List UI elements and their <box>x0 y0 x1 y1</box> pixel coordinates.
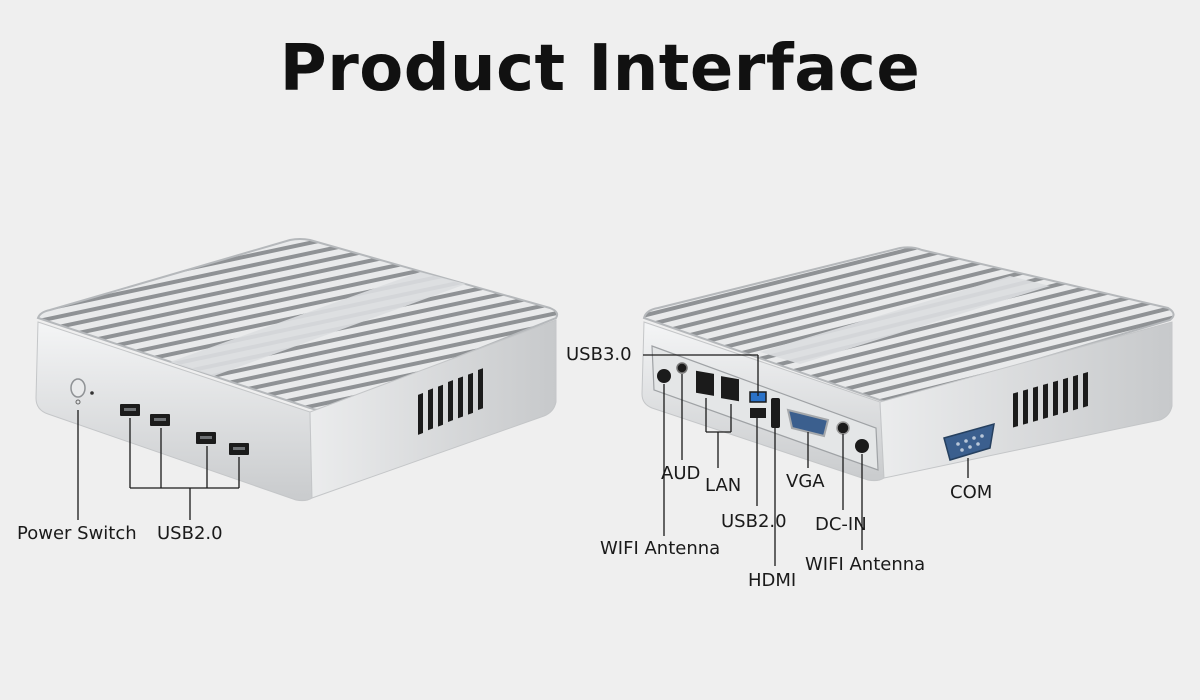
front-usb-ports <box>120 404 249 455</box>
label-wifi-antenna-left: WIFI Antenna <box>600 538 721 559</box>
vga-port-icon[interactable] <box>786 408 830 438</box>
front-face <box>35 321 313 502</box>
power-symbol-icon <box>75 399 81 405</box>
label-lan: LAN <box>705 475 742 496</box>
hdmi-port-icon[interactable] <box>771 398 780 428</box>
rear-heatsink-channel <box>760 276 1050 364</box>
vent-icon <box>418 368 483 435</box>
label-wifi-antenna-right: WIFI Antenna <box>805 554 926 575</box>
front-device <box>35 238 559 520</box>
front-leader-lines <box>77 410 240 520</box>
front-heatsink-channel <box>170 272 466 376</box>
com-port-icon[interactable] <box>943 422 995 461</box>
usb2-port-icon[interactable] <box>750 408 766 418</box>
label-front-usb2: USB2.0 <box>157 523 223 544</box>
power-led-icon <box>90 391 94 395</box>
label-usb3: USB3.0 <box>566 344 632 365</box>
page-title: Product Interface <box>279 32 921 106</box>
lan-port-icon[interactable] <box>721 376 739 402</box>
rear-leader-lines <box>643 354 969 566</box>
wifi-antenna-right-icon[interactable] <box>855 439 869 453</box>
label-hdmi: HDMI <box>748 570 797 591</box>
label-power-switch: Power Switch <box>17 523 137 544</box>
label-vga: VGA <box>786 471 825 492</box>
label-dc-in: DC-IN <box>815 514 867 535</box>
rear-device <box>641 246 1175 566</box>
vent-icon <box>1013 372 1088 428</box>
lan-port-icon[interactable] <box>696 370 714 396</box>
label-rear-usb2: USB2.0 <box>721 511 787 532</box>
label-com: COM <box>950 482 993 503</box>
audio-jack-icon[interactable] <box>676 362 688 374</box>
power-button-icon[interactable] <box>70 378 86 398</box>
dc-in-port-icon[interactable] <box>836 421 850 435</box>
label-aud: AUD <box>661 463 701 484</box>
wifi-antenna-left-icon[interactable] <box>657 369 671 383</box>
